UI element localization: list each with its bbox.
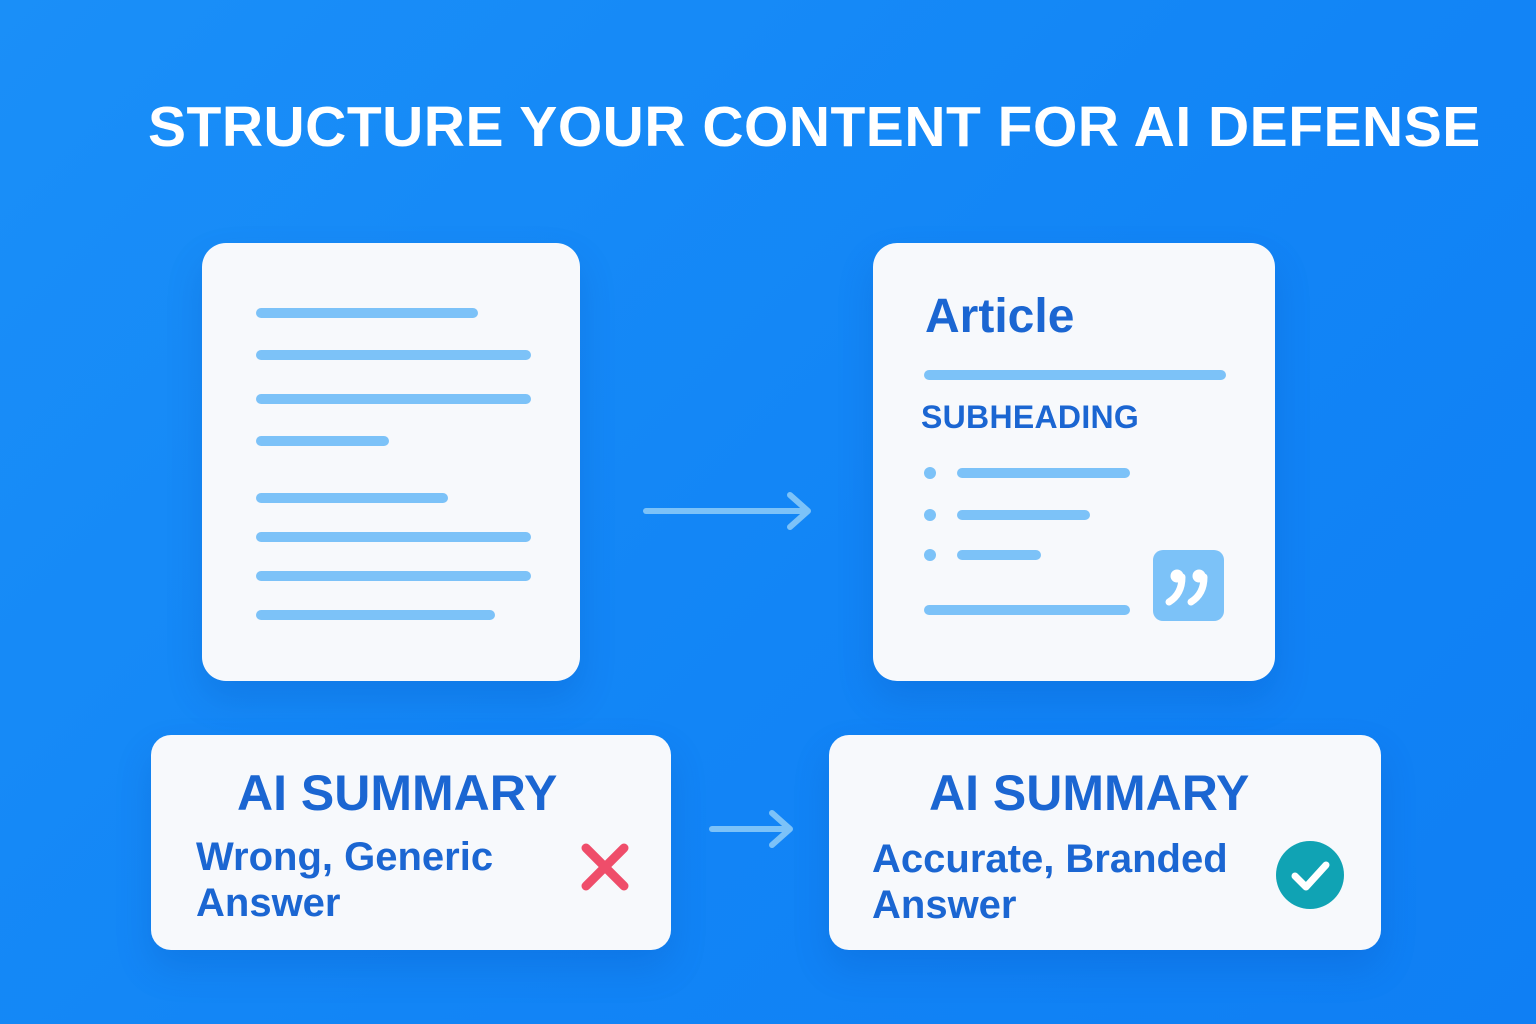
- text-line: [256, 436, 389, 446]
- text-line: [256, 394, 531, 404]
- ai-summary-before-card: AI SUMMARY Wrong, Generic Answer: [151, 735, 671, 950]
- cross-icon: [581, 843, 629, 891]
- page-title: STRUCTURE YOUR CONTENT FOR AI DEFENSE: [148, 95, 1481, 159]
- right-arrow-icon: [709, 810, 793, 848]
- summary-answer-line2: Answer: [872, 883, 1017, 927]
- check-circle-icon: [1276, 841, 1344, 909]
- quote-icon: [1153, 550, 1224, 621]
- bullet-line: [957, 550, 1041, 560]
- summary-heading: AI SUMMARY: [237, 765, 558, 821]
- text-line: [256, 493, 448, 503]
- bullet-line: [957, 510, 1090, 520]
- structured-document-card: Article SUBHEADING: [873, 243, 1275, 681]
- bullet-point: [924, 509, 936, 521]
- right-arrow-icon: [643, 492, 811, 530]
- article-subheading: SUBHEADING: [921, 399, 1140, 435]
- text-line: [256, 350, 531, 360]
- article-title: Article: [925, 290, 1075, 343]
- text-line: [256, 308, 478, 318]
- text-line: [256, 610, 495, 620]
- text-line: [256, 571, 531, 581]
- summary-answer-line1: Wrong, Generic: [196, 835, 494, 879]
- summary-answer-line2: Answer: [196, 881, 341, 925]
- title-underline: [924, 370, 1226, 380]
- ai-summary-after-card: AI SUMMARY Accurate, Branded Answer: [829, 735, 1381, 950]
- bullet-line: [957, 468, 1130, 478]
- bullet-point: [924, 467, 936, 479]
- text-line: [256, 532, 531, 542]
- summary-heading: AI SUMMARY: [929, 765, 1250, 821]
- text-line: [924, 605, 1130, 615]
- unstructured-document-card: [202, 243, 580, 681]
- summary-answer-line1: Accurate, Branded: [872, 837, 1228, 881]
- bullet-point: [924, 549, 936, 561]
